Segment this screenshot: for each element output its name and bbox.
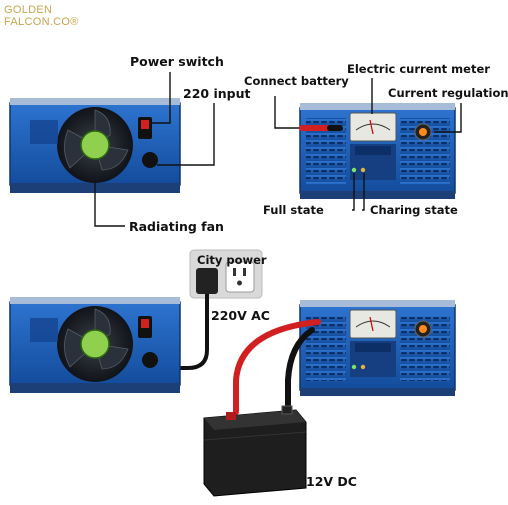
- label-220-input: 220 input: [183, 86, 251, 101]
- brand-line-2: FALCON.CO®: [4, 16, 79, 28]
- charger-front-bottom: [299, 300, 456, 396]
- label-connect-battery: Connect battery: [244, 74, 349, 88]
- charger-front-top: [299, 103, 456, 199]
- label-current-regulation: Current regulation: [388, 86, 508, 100]
- inverter-rear-top: [9, 98, 181, 193]
- label-power-switch: Power switch: [130, 54, 224, 69]
- label-radiating-fan: Radiating fan: [129, 219, 224, 234]
- label-full-state: Full state: [263, 203, 324, 217]
- label-city-power: City power: [197, 253, 267, 267]
- ac-input-socket-icon: [142, 152, 158, 168]
- plug-icon: [196, 268, 218, 294]
- brand-logo: GOLDEN FALCON.CO®: [4, 4, 79, 28]
- label-12v-dc: 12V DC: [306, 474, 357, 489]
- battery: [203, 405, 307, 497]
- battery-positive-terminal: [226, 412, 236, 420]
- charging-state-led: [360, 167, 366, 173]
- label-electric-current-meter: Electric current meter: [347, 62, 490, 76]
- brand-line-1: GOLDEN: [4, 4, 53, 16]
- label-charing-state: Charing state: [370, 203, 458, 217]
- full-state-led: [351, 167, 357, 173]
- fan-hub-sticker: [80, 130, 110, 160]
- current-meter: [349, 112, 397, 142]
- inverter-rear-bottom: [9, 297, 181, 393]
- battery-negative-terminal: [281, 405, 293, 415]
- city-power-outlet: [189, 249, 263, 299]
- label-220v-ac: 220V AC: [211, 308, 270, 323]
